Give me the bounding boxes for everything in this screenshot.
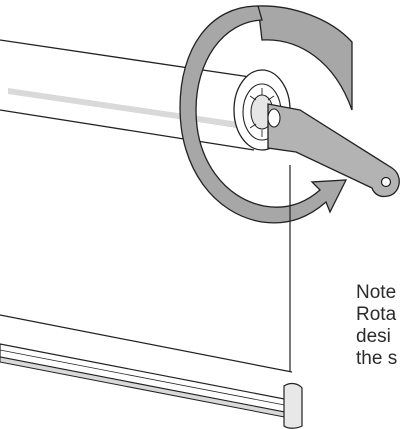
bottom-rail bbox=[0, 314, 301, 421]
note-line-2: Rota bbox=[356, 304, 397, 325]
note-line-1: Note bbox=[356, 282, 397, 303]
roller-tube bbox=[0, 39, 268, 151]
rotation-arrow-back bbox=[257, 5, 353, 111]
rotation-arrow-front bbox=[179, 5, 348, 224]
note-line-4: the s bbox=[356, 348, 398, 369]
wand-hole bbox=[380, 176, 392, 188]
note-line-3: desi bbox=[356, 326, 391, 347]
adjustment-wand bbox=[267, 103, 400, 198]
instruction-note: Note Rota desi the s bbox=[356, 282, 403, 370]
bottom-rail-end-cap bbox=[283, 382, 303, 429]
